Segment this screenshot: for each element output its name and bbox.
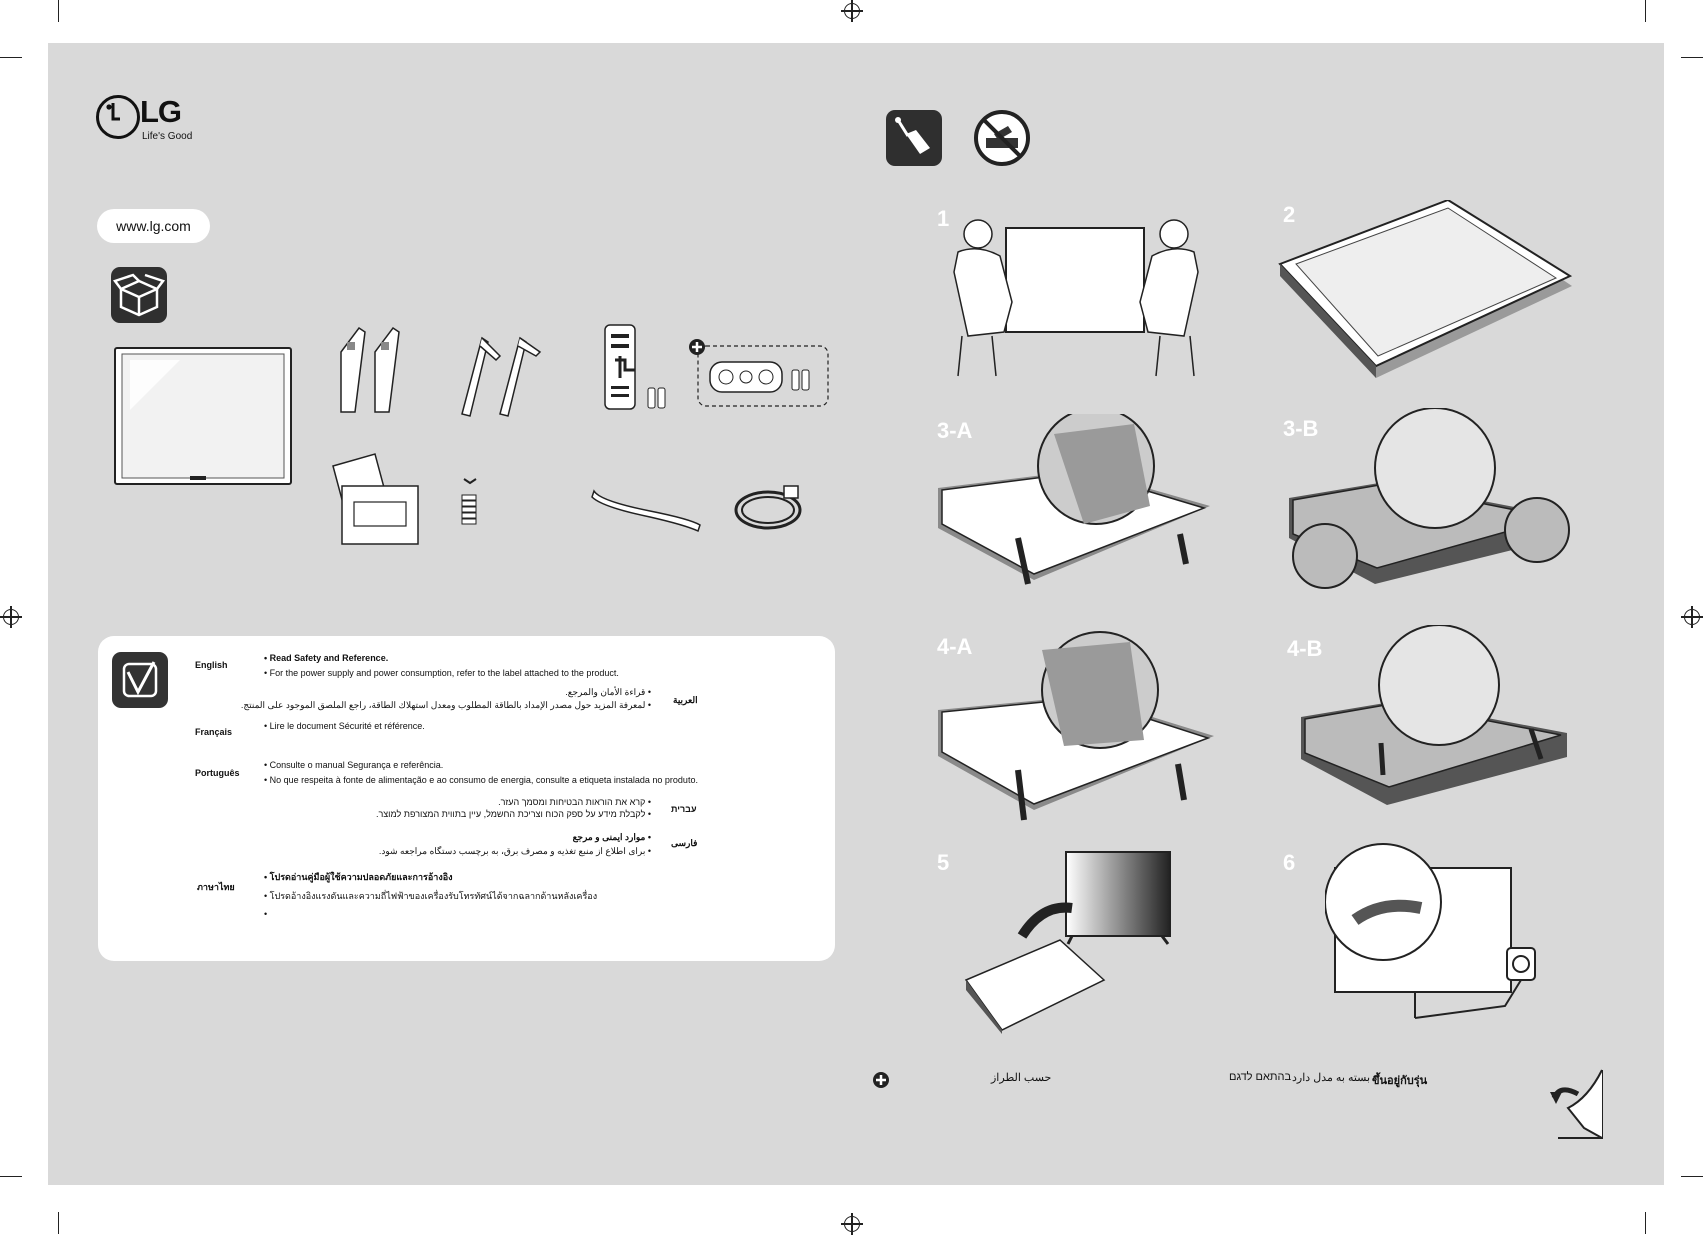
safety-line: • קרא את הוראות הבטיחות ומסמך העזר. xyxy=(498,797,651,807)
safety-line: • Read Safety and Reference. xyxy=(264,653,389,663)
step-label: 6 xyxy=(1283,850,1296,875)
safety-line: • โปรดอ้างอิงแรงดันและความถี่ไฟฟ้าของเคร… xyxy=(264,891,598,901)
safety-line: • Consulte o manual Segurança e referênc… xyxy=(264,760,444,770)
tv-panel-illustration xyxy=(114,347,292,485)
safety-line: • לקבלת מידע על ספק הכוח וצריכת החשמל, ע… xyxy=(375,809,651,819)
safety-line: • xyxy=(264,909,268,919)
model-note-arabic: حسب الطراز xyxy=(991,1072,1052,1084)
safety-line: • Lire le document Sécurité et référence… xyxy=(264,721,425,731)
manuals-illustration xyxy=(332,453,419,545)
lang-label: עברית xyxy=(671,804,697,814)
safety-line: • قراءة الأمان والمرجع. xyxy=(565,687,651,697)
lang-label: العربية xyxy=(673,695,698,705)
step1-carry-illustration xyxy=(953,219,1199,377)
step-label: 4-A xyxy=(937,634,973,659)
step-label: 4-B xyxy=(1287,636,1323,661)
website-link[interactable]: www.lg.com xyxy=(97,209,210,243)
safety-line: • لمعرفة المزيد حول مصدر الإمداد بالطاقة… xyxy=(240,700,651,710)
step4b-screw-stand-illustration xyxy=(1301,625,1567,805)
crop-mark xyxy=(1645,1212,1646,1234)
lg-logo-mark xyxy=(96,95,140,139)
lang-label: فارسی xyxy=(671,838,698,848)
registration-mark xyxy=(0,606,22,628)
safety-line: • โปรดอ่านคู่มือผู้ใช้ความปลอดภัยและการอ… xyxy=(264,872,453,882)
stand-legs-b-illustration xyxy=(461,336,542,417)
step4a-screw-stand-illustration xyxy=(938,631,1214,821)
registration-mark xyxy=(841,1213,863,1235)
screws-illustration xyxy=(461,478,477,525)
registration-mark xyxy=(841,0,863,22)
registration-mark xyxy=(1681,606,1703,628)
step6-cable-management-illustration xyxy=(1325,843,1536,1019)
step3b-attach-stand-illustration xyxy=(1289,408,1570,589)
crop-mark xyxy=(58,1212,59,1234)
step2-tv-on-surface-illustration xyxy=(1278,200,1573,378)
crop-mark xyxy=(0,57,22,58)
step-label: 1 xyxy=(937,206,950,231)
step-label: 3-B xyxy=(1283,416,1319,441)
step-label: 5 xyxy=(937,850,950,875)
screwdriver-icon xyxy=(886,110,942,166)
lang-label: ภาษาไทย xyxy=(197,882,235,892)
safety-line: • No que respeita à fonte de alimentação… xyxy=(264,775,698,785)
step-label: 3-A xyxy=(937,418,973,443)
cable-holder-illustration xyxy=(591,489,701,533)
lang-label: English xyxy=(195,660,228,670)
page-turn-icon xyxy=(1550,1069,1603,1139)
no-soft-surface-icon xyxy=(974,110,1030,166)
step3a-attach-stand-illustration xyxy=(938,414,1210,585)
crop-mark xyxy=(0,1176,22,1177)
step-label: 2 xyxy=(1283,202,1296,227)
brand-logo: LG xyxy=(140,94,182,129)
crop-mark xyxy=(1681,1176,1703,1177)
plus-icon xyxy=(689,339,705,355)
power-cord-illustration xyxy=(734,485,802,530)
safety-line: • For the power supply and power consump… xyxy=(264,668,619,678)
box-contents-icon xyxy=(111,267,167,323)
safety-line: • برای اطلاع از منبع تغذیه و مصرف برق، ب… xyxy=(378,846,651,856)
crop-mark xyxy=(1681,57,1703,58)
model-note-hebrew: בהתאם לדגם xyxy=(1229,1071,1292,1083)
crop-mark xyxy=(1645,0,1646,22)
model-note-thai: ขึ้นอยู่กับรุ่น xyxy=(1372,1075,1428,1087)
crop-mark xyxy=(58,0,59,22)
brand-tagline: Life's Good xyxy=(142,131,193,142)
lang-label: Português xyxy=(195,768,240,778)
optional-magic-remote-illustration xyxy=(697,345,829,407)
safety-reference-panel xyxy=(98,636,835,961)
lang-label: Français xyxy=(195,727,233,737)
plus-icon xyxy=(873,1072,889,1088)
safety-line: • موارد ایمنی و مرجع xyxy=(572,832,651,842)
stand-legs-a-illustration xyxy=(340,326,400,413)
step5-stand-tv-upright-illustration xyxy=(964,851,1171,1034)
checklist-icon xyxy=(112,652,168,708)
model-note-farsi: بسته به مدل دارد xyxy=(1292,1072,1371,1084)
remote-control-illustration xyxy=(604,324,666,410)
